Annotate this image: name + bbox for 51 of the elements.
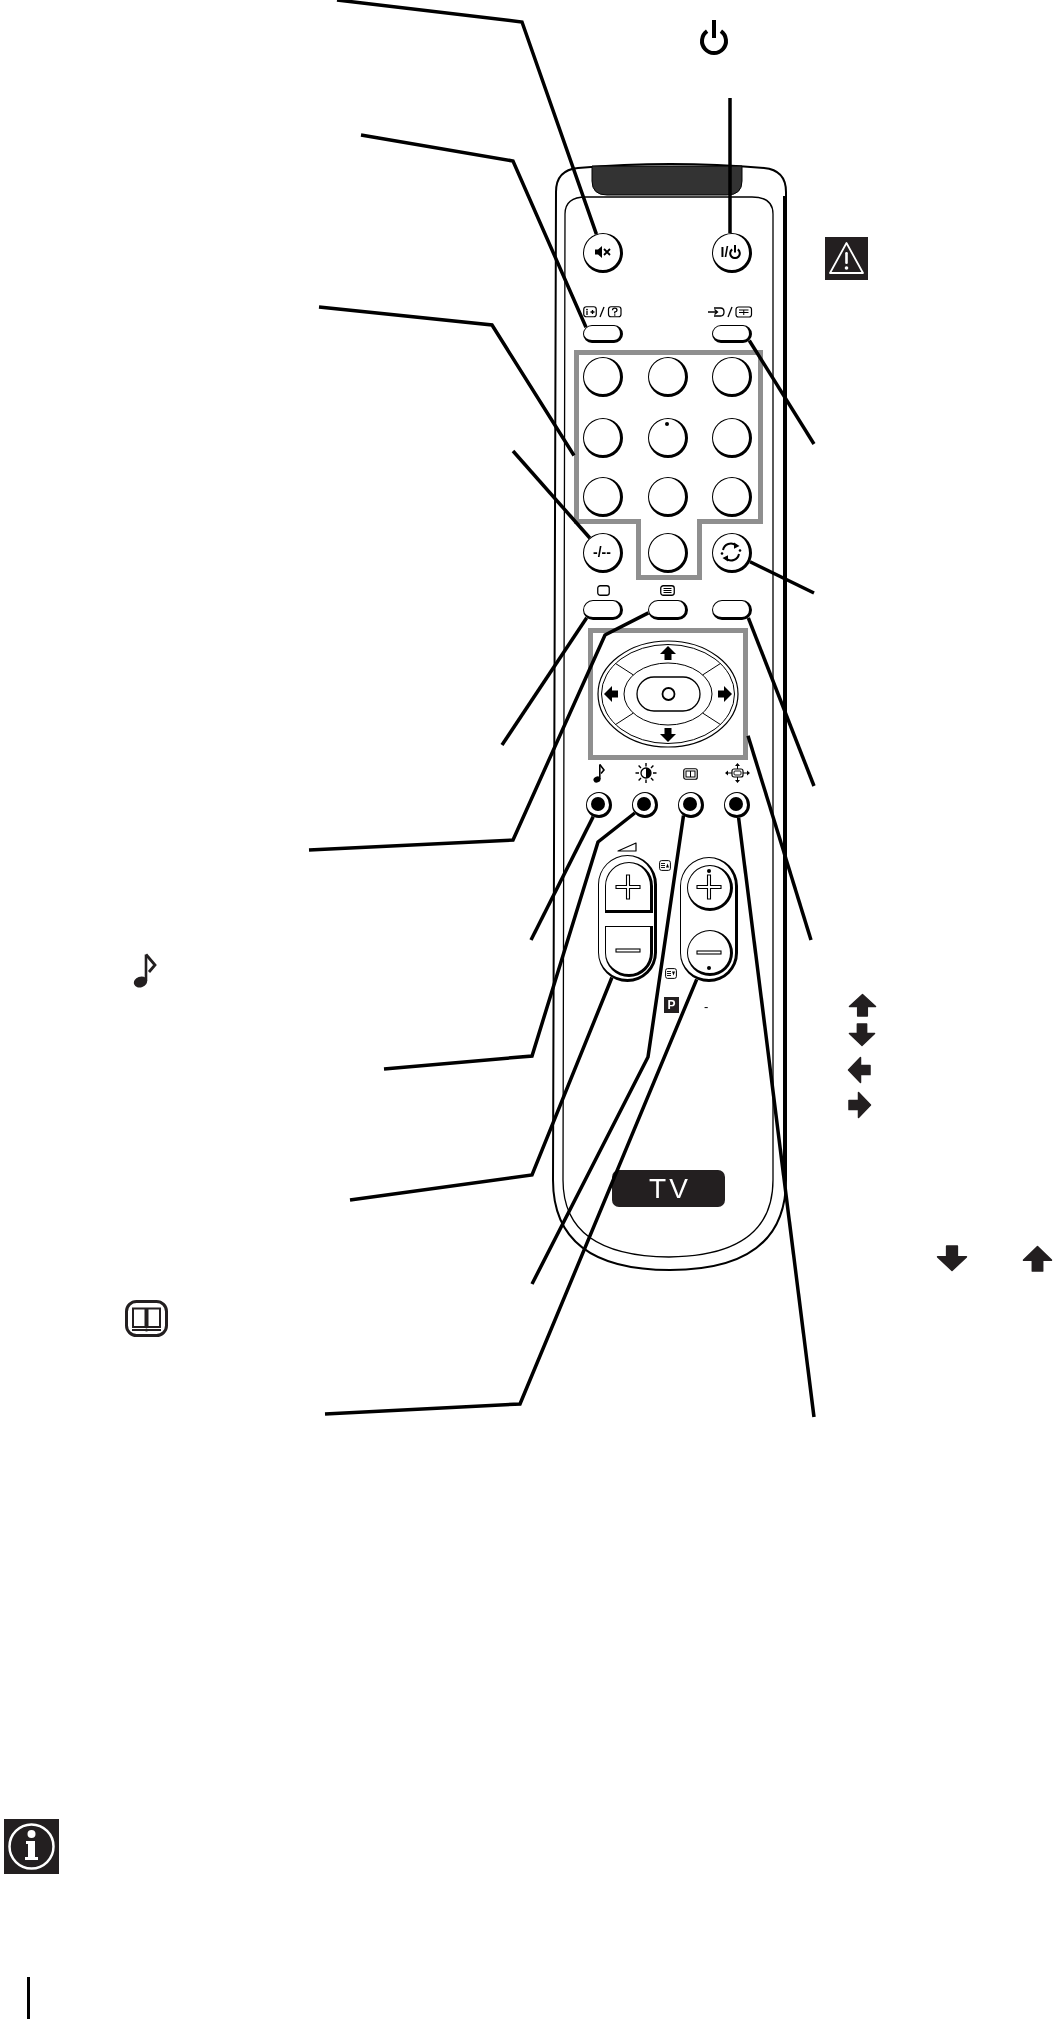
leader-line [383, 811, 636, 1071]
minus-button [605, 926, 653, 977]
plus-button [605, 862, 653, 913]
leader-line [746, 617, 816, 787]
oval-button [648, 600, 688, 620]
leader-line [324, 978, 699, 1416]
leader-line [318, 305, 576, 457]
leader-line [529, 815, 595, 941]
round-button [678, 792, 704, 818]
letter-tile: P [664, 997, 679, 1013]
key-label: I/ [720, 245, 729, 259]
mute-button [583, 233, 623, 273]
leader-line [360, 133, 588, 328]
leader-line [349, 976, 614, 1202]
oval-button [712, 325, 752, 343]
dash-text: - [704, 1000, 709, 1013]
number-button [648, 533, 688, 573]
leader-line [336, 0, 599, 235]
cycle-button [712, 533, 752, 573]
number-button [583, 418, 623, 458]
round-button [724, 792, 750, 818]
oval-button [583, 600, 623, 620]
volume-rocker [598, 855, 657, 982]
leader-line [746, 735, 813, 941]
leader-line [500, 616, 589, 746]
oval-button [712, 600, 752, 620]
tv-label: TV [612, 1170, 725, 1207]
number-button [712, 357, 752, 397]
number-button [648, 357, 688, 397]
number-button [583, 477, 623, 517]
number-button [712, 418, 752, 458]
number-button [648, 418, 688, 458]
oval-button [583, 325, 623, 343]
plus-button [687, 865, 733, 911]
number-button [712, 477, 752, 517]
leader-line [728, 98, 732, 234]
power-button [712, 233, 752, 273]
digit-entry-button: -/-- [583, 533, 623, 573]
round-button [632, 792, 658, 818]
number-button [648, 477, 688, 517]
leader-line [736, 817, 816, 1418]
minus-button [687, 930, 733, 976]
leader-line [747, 339, 816, 445]
leader-line [749, 560, 815, 595]
leader-line [308, 611, 650, 852]
round-button [586, 792, 612, 818]
number-button [583, 357, 623, 397]
leader-line [511, 449, 592, 540]
leader-line [530, 815, 686, 1285]
dpad-frame [588, 628, 748, 760]
channel-rocker [680, 857, 738, 982]
